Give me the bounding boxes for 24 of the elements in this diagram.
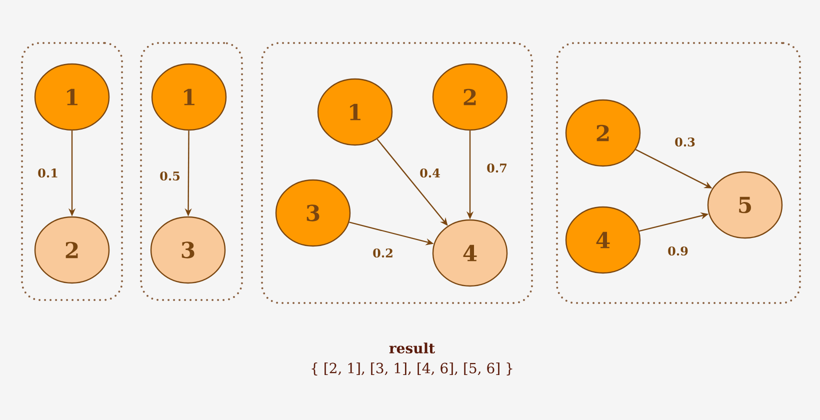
graph-node: 1 — [34, 63, 110, 131]
group-frame — [261, 42, 533, 304]
graph-node: 2 — [565, 99, 641, 167]
graph-node: 2 — [34, 216, 110, 284]
graph-node: 4 — [565, 206, 641, 274]
group-frame — [140, 42, 243, 301]
graph-node: 3 — [150, 216, 226, 284]
graph-node: 1 — [151, 63, 227, 131]
graph-node: 2 — [432, 63, 508, 131]
graph-node: 1 — [317, 78, 393, 146]
edge-label: 0.2 — [372, 247, 394, 259]
group-frame — [556, 42, 801, 304]
caption-text: result — [389, 342, 435, 354]
edge-label: 0.7 — [486, 162, 508, 174]
edge-label: 0.9 — [666, 245, 690, 257]
edge-label: 0.4 — [418, 167, 442, 179]
graph-node: 4 — [432, 219, 508, 287]
graph-node: 5 — [707, 171, 783, 239]
caption-text: { [2, 1], [3, 1], [4, 6], [5, 6] } — [312, 362, 512, 376]
edge-label: 0.1 — [36, 167, 60, 179]
edge-label: 0.3 — [674, 136, 696, 148]
graph-node: 3 — [275, 179, 351, 247]
edge-label: 0.5 — [158, 170, 182, 182]
group-frame — [21, 42, 123, 301]
